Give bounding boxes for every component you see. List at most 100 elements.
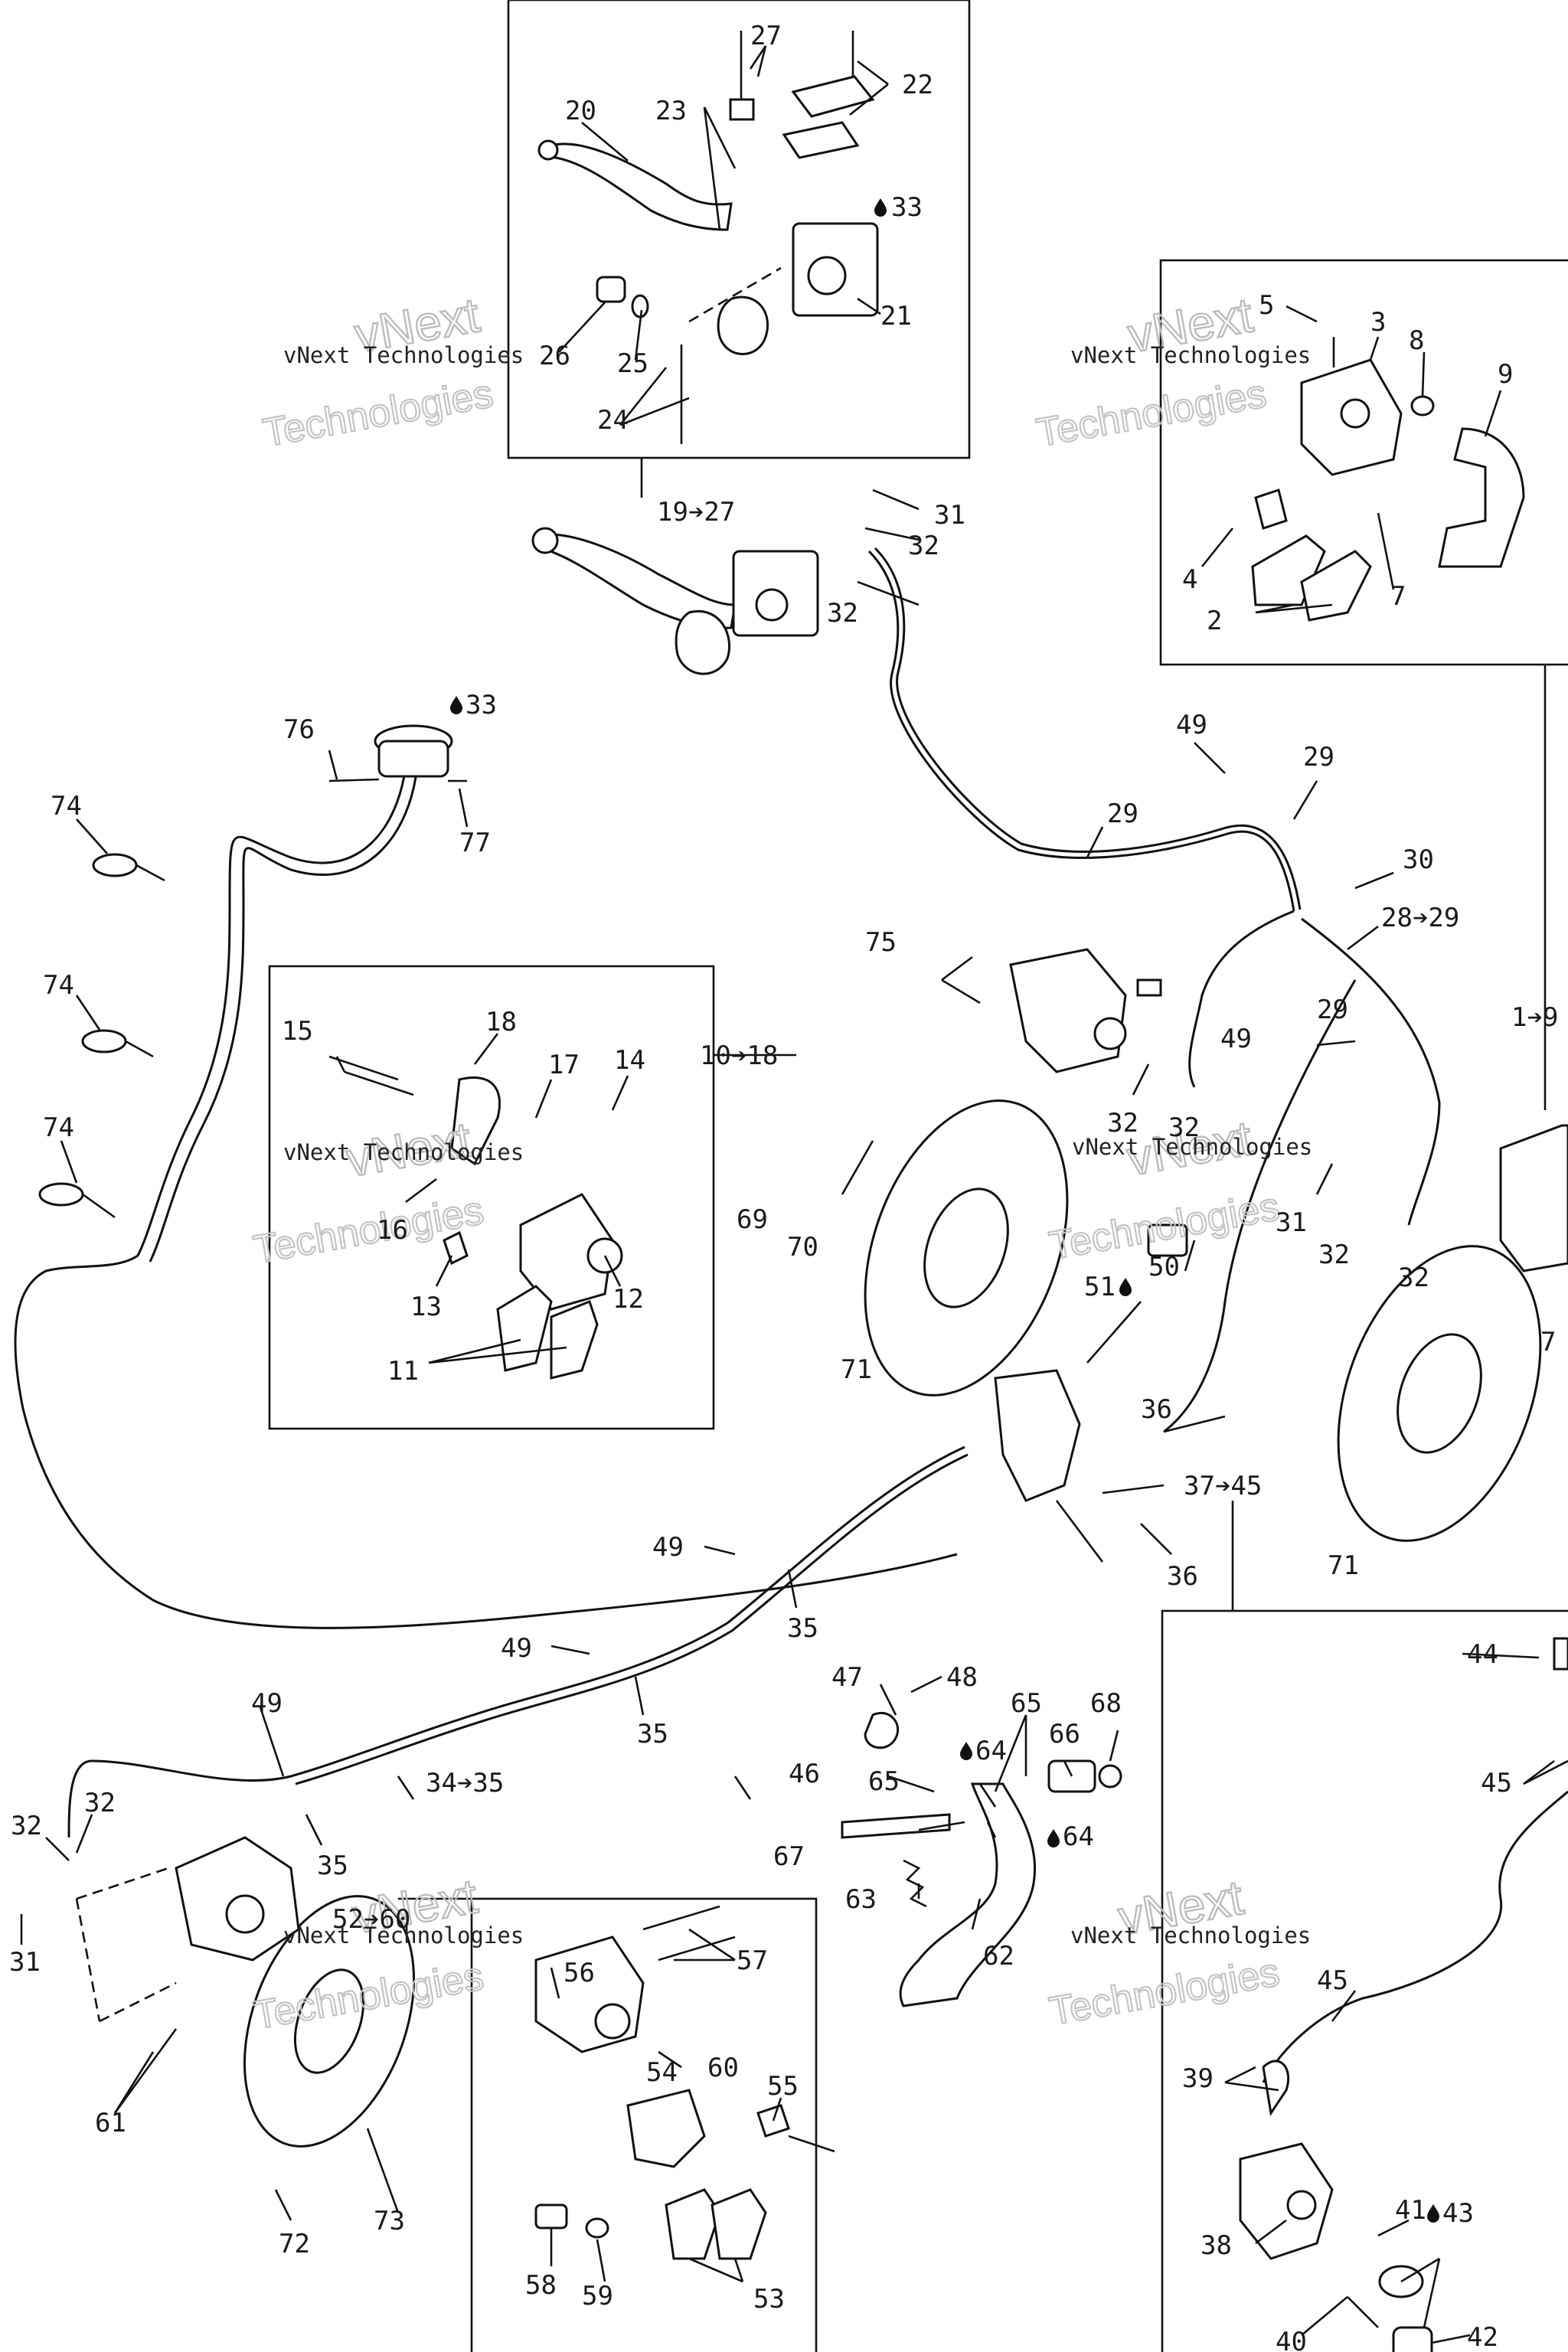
brake-rotors	[243, 1099, 1542, 2148]
callout: 32	[1318, 1240, 1350, 1270]
callout: 55	[767, 2071, 799, 2102]
callout: 11	[387, 1356, 419, 1387]
brake-lines	[14, 547, 1568, 2083]
callout: 14	[614, 1045, 645, 1076]
callout: 28➔29	[1381, 903, 1459, 933]
callout: 34➔35	[426, 1768, 504, 1798]
callout: 35	[317, 1851, 348, 1881]
fluid-drop-icon	[960, 1742, 972, 1760]
front-master-cylinder	[531, 527, 819, 675]
detail-box-rear-master-cylinder	[1161, 1609, 1568, 2352]
callout: 53	[753, 2284, 785, 2314]
rear-master-cylinder-parts	[1239, 1637, 1568, 2352]
detail-box-rear-caliper	[470, 1897, 818, 2352]
callout: 74	[51, 791, 82, 822]
callout: 33	[466, 690, 497, 720]
front-center-caliper	[1009, 948, 1162, 1073]
callout: 63	[845, 1884, 877, 1915]
watermark-b-line3: Technologies	[1033, 371, 1269, 456]
callout: 33	[891, 192, 923, 223]
callout: 45	[1481, 1768, 1512, 1798]
watermark-e-line1: vNext Technologies	[283, 1922, 524, 1949]
callout: 26	[539, 341, 570, 371]
callout: 32	[1107, 1108, 1138, 1138]
callout: 72	[279, 2229, 310, 2259]
callout: 31	[9, 1947, 41, 1978]
callout: 13	[410, 1292, 442, 1322]
callout: 2	[1207, 606, 1222, 636]
callout: 32	[1168, 1112, 1200, 1143]
callout: 52➔60	[332, 1904, 410, 1935]
reservoir	[328, 724, 467, 782]
callout: 45	[1317, 1965, 1348, 1996]
callout: 1➔9	[1511, 1002, 1558, 1033]
callout: 10➔18	[700, 1040, 778, 1071]
callout: 23	[655, 96, 687, 126]
callout: 35	[787, 1613, 818, 1644]
fluid-drop-icon	[450, 696, 462, 714]
master-cylinder-parts	[537, 31, 879, 444]
callout: 75	[865, 927, 897, 958]
rear-caliper	[75, 1836, 300, 2023]
callout: 76	[283, 714, 315, 745]
callout: 56	[564, 1958, 595, 1988]
watermark-a-line3: Technologies	[260, 371, 496, 456]
fluid-drop-icon	[874, 198, 887, 217]
fluid-drop-icon	[1119, 1278, 1132, 1296]
callout: 68	[1090, 1688, 1122, 1719]
cable-ties	[38, 853, 165, 1219]
callout: 49	[501, 1633, 532, 1664]
watermark-f-line3: Technologies	[1046, 1950, 1282, 2034]
callout-labels: 27 22 20 23 33 21 26 25 24 5 3 8 9 4 2 7…	[9, 21, 1558, 2352]
detail-box-front-right-caliper	[1159, 259, 1568, 666]
watermark-d-line1: vNext Technologies	[1072, 1134, 1312, 1160]
callout: 3	[1370, 307, 1386, 338]
callout: 74	[43, 1112, 74, 1143]
watermark-b-line1: vNext Technologies	[1070, 342, 1311, 368]
callout: 40	[1276, 2327, 1307, 2352]
callout: 59	[582, 2281, 613, 2311]
callout: 22	[902, 70, 933, 100]
callout: 54	[646, 2057, 678, 2088]
watermark-f: vNext Technologies	[1045, 1869, 1283, 2035]
callout: 43	[1442, 2198, 1474, 2229]
callout: 48	[946, 1662, 978, 1693]
callout: 32	[11, 1811, 42, 1841]
callout: 71	[1328, 1550, 1359, 1581]
callout: 60	[707, 2053, 739, 2083]
watermark-d: vNext Technologies	[1045, 1109, 1283, 1269]
detail-box-front-left-caliper	[268, 965, 715, 1430]
leader-lines	[20, 45, 1568, 2344]
callout: 17	[548, 1050, 580, 1080]
brake-pedal	[841, 1711, 1122, 2007]
callout: 38	[1200, 2230, 1232, 2261]
callout: 32	[1398, 1263, 1429, 1293]
callout: 5	[1259, 290, 1274, 321]
callout: 21	[880, 301, 912, 332]
box-connector-lines	[398, 458, 1547, 1900]
callout: 27	[750, 21, 782, 51]
callout: 62	[983, 1941, 1014, 1971]
callout: 8	[1409, 325, 1424, 356]
callout: 32	[908, 531, 939, 561]
callout: 7	[1540, 1327, 1556, 1357]
callout: 19➔27	[657, 497, 735, 528]
callout: 36	[1167, 1561, 1198, 1592]
callout: 64	[975, 1736, 1007, 1766]
callout: 24	[597, 405, 629, 436]
watermark-c-line1: vNext Technologies	[283, 1139, 524, 1165]
callout: 69	[737, 1204, 768, 1235]
callout: 58	[525, 2270, 557, 2301]
right-caliper	[1499, 1124, 1568, 1272]
front-right-caliper-parts	[1251, 337, 1525, 622]
callout: 51	[1084, 1272, 1116, 1302]
watermark-f-line1: vNext Technologies	[1070, 1922, 1311, 1949]
callout: 74	[43, 970, 74, 1001]
watermark-a-line1: vNext Technologies	[283, 342, 524, 368]
callout: 16	[377, 1215, 408, 1246]
callout: 49	[251, 1688, 283, 1719]
callout: 47	[831, 1662, 863, 1693]
callout: 50	[1148, 1252, 1180, 1282]
fluid-drop-icon	[1047, 1829, 1060, 1847]
